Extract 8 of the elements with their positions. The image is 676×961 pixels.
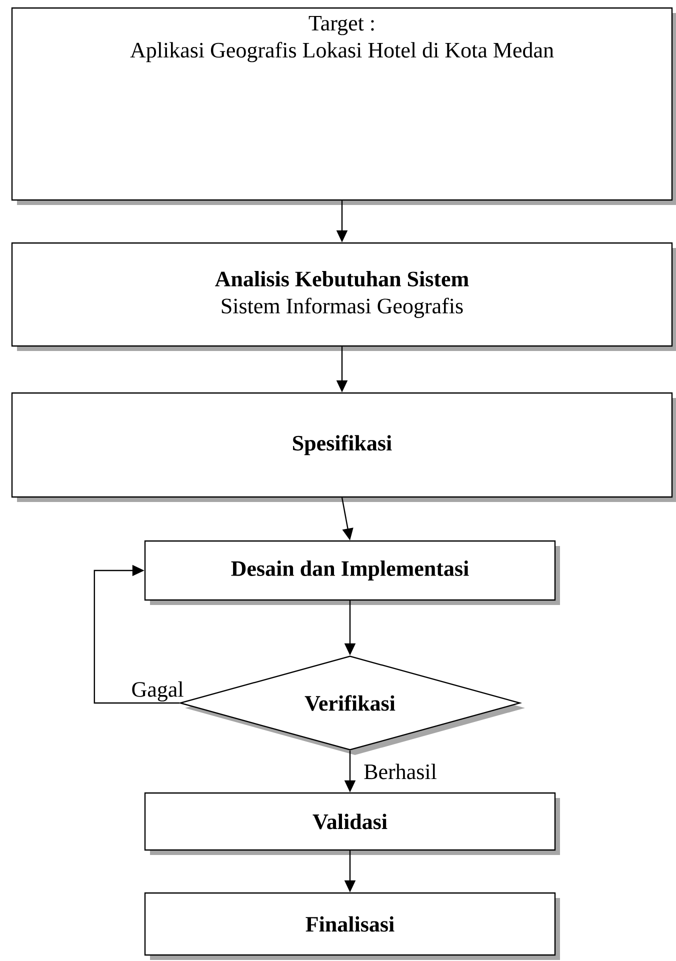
arrow: [94, 564, 180, 704]
process-box: Desain dan Implementasi: [144, 540, 560, 605]
edge-label: Berhasil: [364, 764, 436, 780]
process-box: Analisis Kebutuhan Sistem Sistem Informasi Geografis: [11, 242, 676, 351]
process-box: Spesifikasi: [11, 392, 676, 502]
process-box: Finalisasi: [144, 892, 560, 960]
process-box: Target : Aplikasi Geografis Lokasi Hotel di Kota Medan: [11, 7, 676, 205]
process-box: Validasi: [144, 792, 560, 855]
